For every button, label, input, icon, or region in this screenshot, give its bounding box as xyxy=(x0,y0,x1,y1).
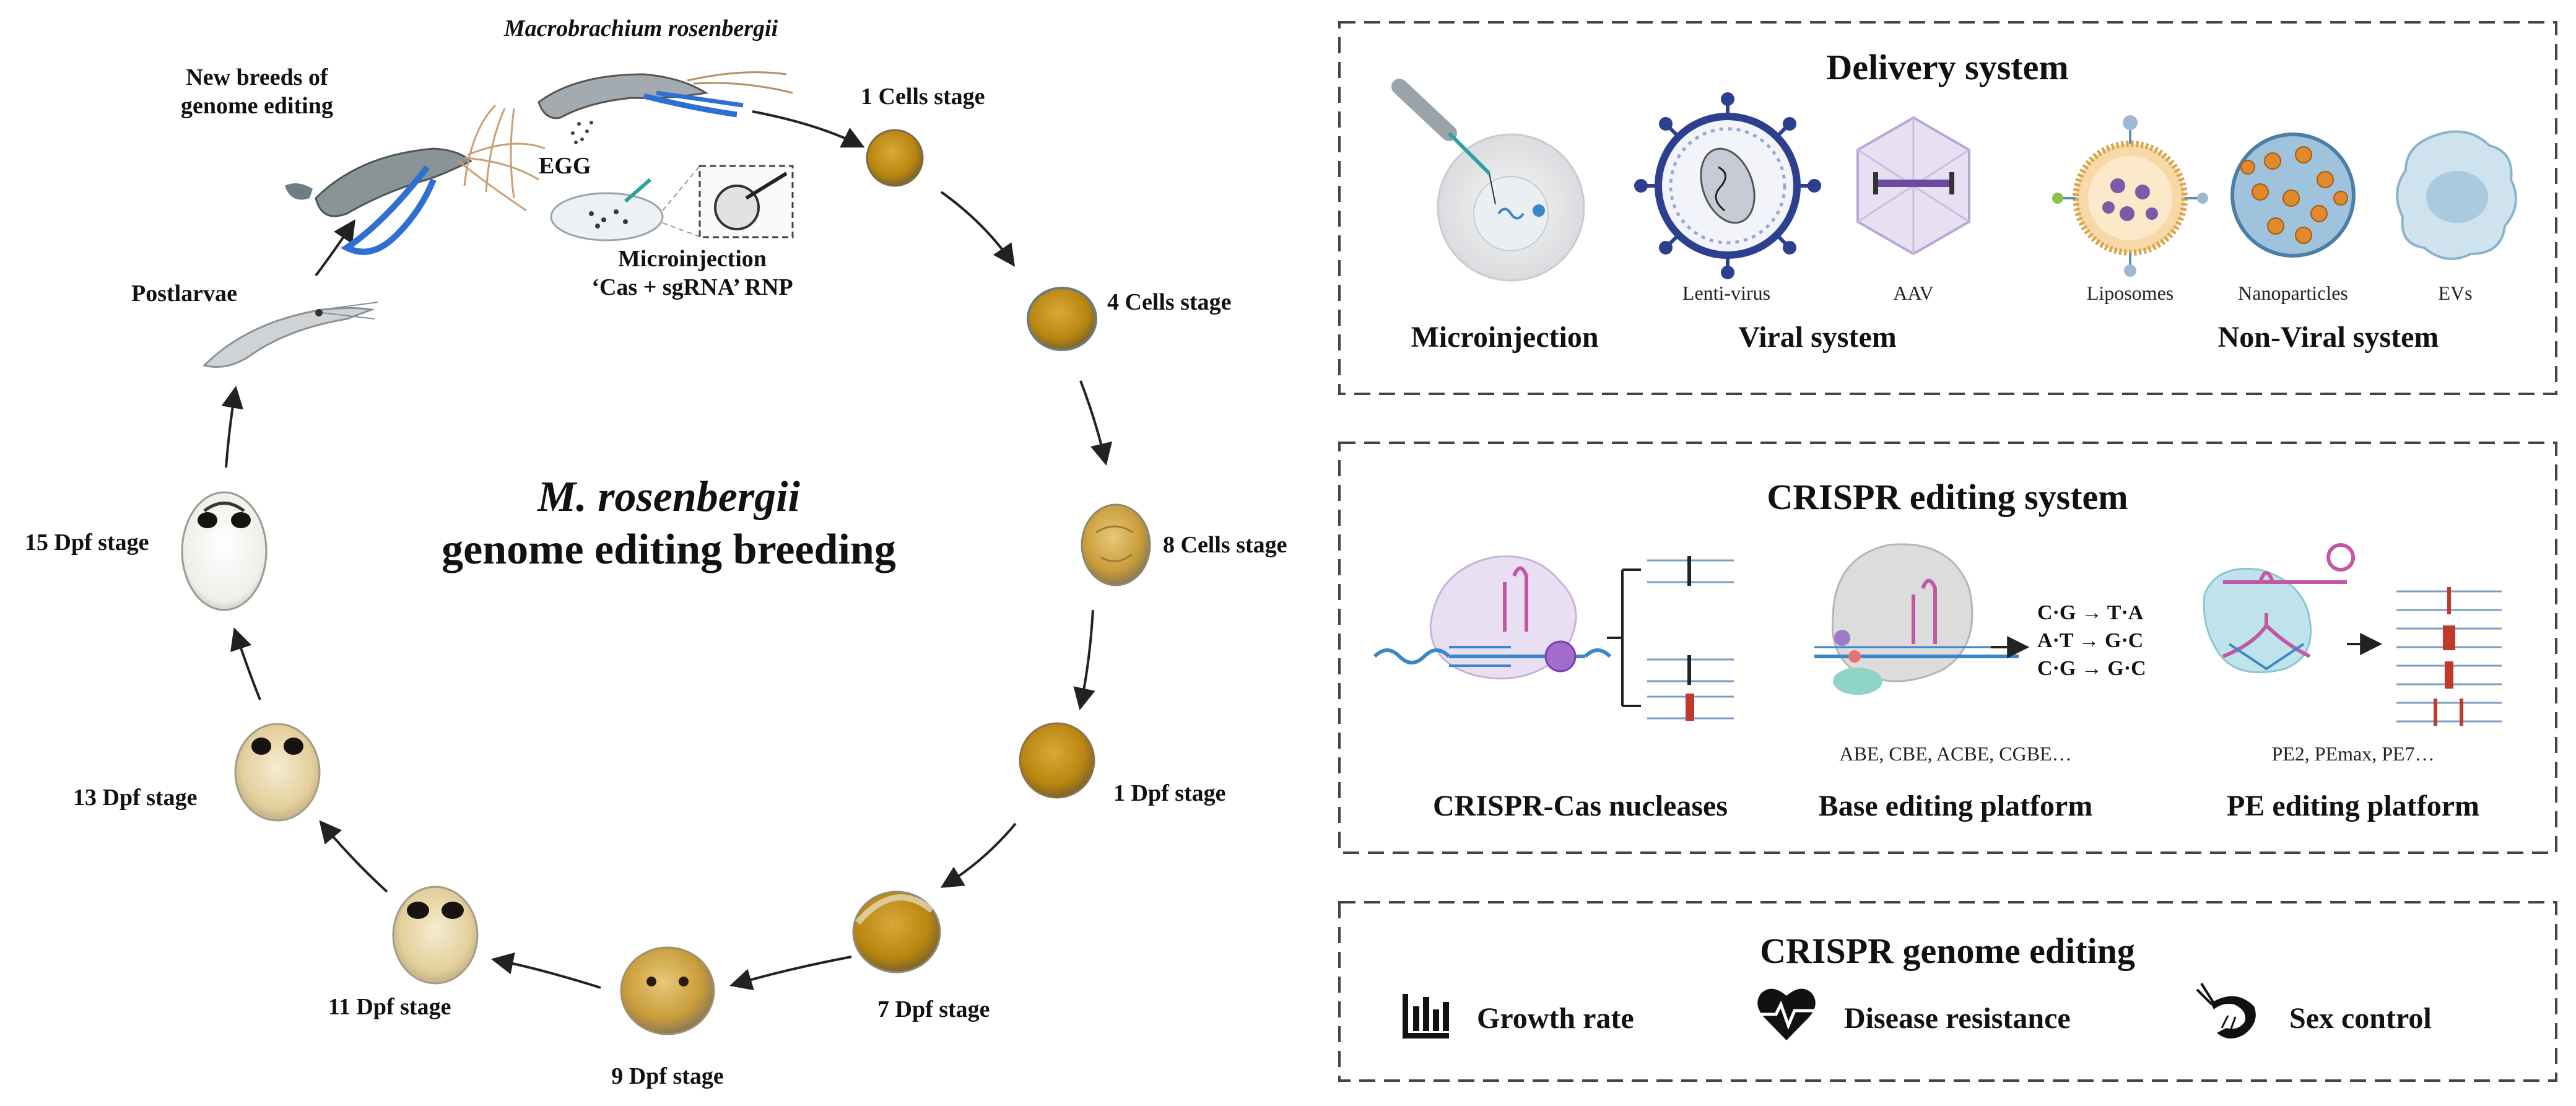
arrow-8cell-to-1dpf xyxy=(1073,609,1095,711)
aav-icon xyxy=(1856,116,1970,256)
macrobrachium-shrimp-illustration xyxy=(463,71,793,199)
arrow-11dpf-to-13dpf xyxy=(319,820,388,893)
new-breeds-label-line1: New breeds of xyxy=(186,64,329,90)
non-viral-system-label: Non-Viral system xyxy=(2218,321,2439,354)
embryo-9-dpf xyxy=(620,946,715,1035)
stage-label-4-cells: 4 Cells stage xyxy=(1107,289,1232,315)
species-label: Macrobrachium rosenbergii xyxy=(503,15,778,41)
embryo-4-cells xyxy=(1027,287,1097,351)
embryo-15-dpf xyxy=(181,491,268,611)
embryo-11-dpf xyxy=(392,886,479,985)
new-breeds-label-line2: genome editing xyxy=(181,93,333,119)
delivery-system-panel: Delivery system Microinjection xyxy=(1338,21,2557,395)
stage-label-13-dpf: 13 Dpf stage xyxy=(73,785,198,811)
stage-label-15-dpf: 15 Dpf stage xyxy=(25,529,149,555)
stage-label-7-dpf: 7 Dpf stage xyxy=(877,996,990,1022)
arrow-15dpf-to-postlarvae xyxy=(221,385,244,468)
base-edit-1: C·G → T·A xyxy=(2037,601,2144,624)
delivery-title: Delivery system xyxy=(1826,47,2068,87)
stage-label-11-dpf: 11 Dpf stage xyxy=(328,994,451,1020)
base-editor-illustration xyxy=(1814,543,2019,695)
lentivirus-icon xyxy=(1634,92,1821,279)
ev-icon xyxy=(2396,130,2517,260)
arrow-9dpf-to-11dpf xyxy=(490,952,601,989)
nanoparticles-label: Nanoparticles xyxy=(2238,282,2348,304)
microinjection-cell-icon xyxy=(1391,79,1585,282)
postlarvae-label: Postlarvae xyxy=(131,281,237,307)
postlarvae-illustration xyxy=(202,302,378,368)
heart-pulse-icon xyxy=(1757,988,1816,1040)
stage-label-9-dpf: 9 Dpf stage xyxy=(611,1063,724,1089)
arrow-shrimp-to-1cell xyxy=(752,110,865,148)
arrow-1dpf-to-7dpf xyxy=(940,822,1017,888)
crispr-box xyxy=(1338,442,2557,854)
arrow-1cell-to-4cell xyxy=(940,191,1016,267)
pe-editing-platform-label: PE editing platform xyxy=(2227,790,2479,822)
stage-label-1-cell: 1 Cells stage xyxy=(861,84,985,110)
disease-resistance-label: Disease resistance xyxy=(1844,1002,2071,1035)
lentivirus-label: Lenti-virus xyxy=(1682,282,1770,304)
arrow-postlarvae-to-adult xyxy=(315,219,355,277)
embryo-7-dpf xyxy=(852,890,941,973)
embryo-1-cell xyxy=(866,129,924,187)
genome-editing-panel: CRISPR genome editing Growth rate Diseas… xyxy=(1338,901,2557,1082)
nanoparticle-icon xyxy=(2230,133,2356,258)
crispr-cas-nucleases-label: CRISPR-Cas nucleases xyxy=(1433,790,1728,822)
microinjection-label-line2: ‘Cas + sgRNA’ RNP xyxy=(591,274,793,300)
microinjection-inset xyxy=(662,165,794,238)
base-edit-2: A·T → G·C xyxy=(2037,629,2143,652)
genome-title: CRISPR genome editing xyxy=(1760,931,2135,971)
aav-label: AAV xyxy=(1893,282,1933,304)
egg-label: EGG xyxy=(539,153,591,179)
center-title-line2: genome editing breeding xyxy=(442,526,896,573)
cycle-arrows xyxy=(221,110,1113,991)
arrow-13dpf-to-15dpf xyxy=(230,627,261,700)
base-edit-3: C·G → G·C xyxy=(2037,657,2146,680)
stage-label-8-cells: 8 Cells stage xyxy=(1163,532,1287,558)
microinjection-label-line1: Microinjection xyxy=(618,246,767,272)
shrimp-icon xyxy=(2196,982,2256,1039)
delivery-box xyxy=(1338,21,2557,395)
pe-variants-label: PE2, PEmax, PE7… xyxy=(2271,742,2434,765)
cas-nuclease-illustration xyxy=(1373,555,1734,721)
embryo-1-dpf xyxy=(1019,722,1095,799)
new-breed-shrimp-illustration xyxy=(285,142,546,255)
life-cycle-panel: M. rosenbergii genome editing breeding xyxy=(25,15,1287,1089)
center-title-line1: M. rosenbergii xyxy=(537,473,800,521)
delivery-microinjection-label: Microinjection xyxy=(1411,321,1598,354)
sex-control-label: Sex control xyxy=(2289,1002,2432,1035)
embryo-13-dpf xyxy=(234,723,321,822)
base-variants-label: ABE, CBE, ACBE, CGBE… xyxy=(1839,742,2071,765)
liposome-icon xyxy=(2052,115,2208,277)
embryo-8-cells xyxy=(1081,503,1151,586)
egg-dish-illustration xyxy=(550,178,664,242)
viral-system-label: Viral system xyxy=(1738,321,1897,354)
prime-editor-illustration xyxy=(2203,543,2502,726)
evs-label: EVs xyxy=(2438,282,2472,304)
crispr-editing-panel: CRISPR editing system CRISPR-Cas nucleas… xyxy=(1338,442,2557,854)
liposomes-label: Liposomes xyxy=(2087,282,2174,304)
arrow-7dpf-to-9dpf xyxy=(729,956,852,991)
arrow-4cell-to-8cell xyxy=(1079,380,1113,466)
genome-box xyxy=(1338,901,2557,1082)
base-editing-platform-label: Base editing platform xyxy=(1819,790,2093,822)
crispr-title: CRISPR editing system xyxy=(1767,477,2128,517)
bar-chart-icon xyxy=(1403,994,1449,1039)
stage-label-1-dpf: 1 Dpf stage xyxy=(1113,780,1226,806)
growth-rate-label: Growth rate xyxy=(1477,1002,1634,1035)
